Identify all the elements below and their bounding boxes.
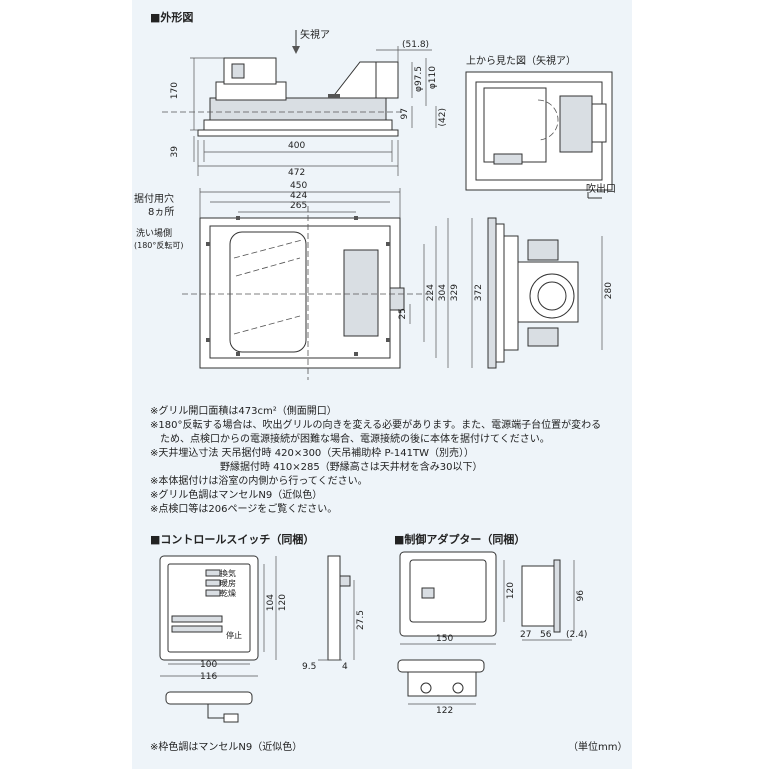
dim-96: 96 — [576, 590, 586, 602]
dim-56: 56 — [540, 630, 552, 640]
switch-button-dry: 乾燥 — [220, 589, 236, 598]
dim-224: 224 — [426, 284, 436, 302]
note-2: ※180°反転する場合は、吹出グリルの向きを変える必要があります。また、電源端子… — [150, 420, 602, 431]
section-heading-adapter: ■制御アダプター（同梱） — [394, 533, 526, 546]
dim-104: 104 — [266, 594, 276, 612]
dim-472: 472 — [288, 168, 306, 178]
drawing-sheet: ■外形図 矢視ア 上から見た図（矢視ア） 吹出口 据付用穴 8ヵ所 洗い場側 (… — [132, 0, 632, 769]
dim-116: 116 — [200, 672, 218, 682]
dim-100: 100 — [200, 660, 218, 670]
dim-97: 97 — [400, 108, 410, 120]
dim-51-8: (51.8) — [402, 40, 430, 50]
note-8: ※点検口等は206ページをご覧ください。 — [150, 504, 338, 515]
note-3: ため、点検口からの電源接続が困難な場合、電源接続の後に本体を据付けてください。 — [150, 434, 550, 445]
dim-2-4: (2.4) — [566, 630, 588, 640]
dim-27-5: 27.5 — [356, 610, 366, 631]
dim-9-5: 9.5 — [302, 662, 317, 672]
dim-450: 450 — [290, 181, 308, 191]
end-view — [487, 217, 579, 369]
switch-button-stop: 停止 — [226, 631, 242, 640]
dim-phi-97-5: φ97.5 — [414, 66, 424, 92]
dim-280: 280 — [604, 282, 614, 300]
mount-holes-label: 据付用穴 — [134, 194, 174, 205]
note-7: ※グリル色調はマンセルN9（近似色） — [150, 490, 323, 501]
note-5: 野縁据付時 410×285（野縁高さは天井材を含み30以下） — [150, 462, 483, 473]
top-view-label: 上から見た図（矢視ア） — [466, 56, 576, 67]
unit-label: （単位mm） — [568, 742, 628, 753]
dim-265: 265 — [290, 201, 308, 211]
dim-150: 150 — [436, 634, 454, 644]
switch-button-ventilate: 換気 — [220, 569, 236, 578]
dim-120-switch: 120 — [278, 594, 288, 612]
dim-424: 424 — [290, 191, 308, 201]
wash-side-note: (180°反転可) — [134, 241, 184, 250]
section-heading-main: ■外形図 — [150, 11, 194, 24]
dim-39: 39 — [170, 146, 180, 158]
mount-holes-count: 8ヵ所 — [148, 207, 175, 218]
dim-372: 372 — [474, 284, 484, 302]
technical-drawing — [159, 30, 613, 723]
section-heading-switch: ■コントロールスイッチ（同梱） — [150, 533, 315, 546]
wash-side-label: 洗い場側 — [136, 229, 173, 239]
note-1: ※グリル開口面積は473cm²（側面開口） — [150, 406, 337, 417]
dim-304: 304 — [438, 284, 448, 302]
dim-329: 329 — [450, 284, 460, 302]
dim-25: 25 — [398, 308, 408, 320]
dim-42: (42) — [438, 108, 448, 127]
note-6: ※本体据付けは浴室の内側から行ってください。 — [150, 476, 368, 487]
side-view — [162, 30, 402, 137]
dim-120-adapter: 120 — [506, 582, 516, 600]
adapter-drawing — [397, 551, 561, 697]
dim-122: 122 — [436, 706, 454, 716]
switch-drawing — [159, 555, 351, 723]
dim-phi-110: φ110 — [428, 66, 438, 90]
footer-note: ※枠色調はマンセルN9（近似色） — [150, 742, 303, 753]
top-view — [465, 71, 613, 199]
dim-170: 170 — [170, 82, 180, 100]
dim-400: 400 — [288, 141, 306, 151]
dim-4: 4 — [342, 662, 348, 672]
switch-button-heat: 暖房 — [220, 579, 236, 588]
outlet-label: 吹出口 — [586, 184, 616, 195]
dim-27: 27 — [520, 630, 532, 640]
arrow-a-label: 矢視ア — [300, 30, 330, 41]
bottom-view — [182, 206, 432, 380]
note-4: ※天井埋込寸法 天吊据付時 420×300（天吊補助枠 P-141TW（別売）） — [150, 448, 474, 459]
